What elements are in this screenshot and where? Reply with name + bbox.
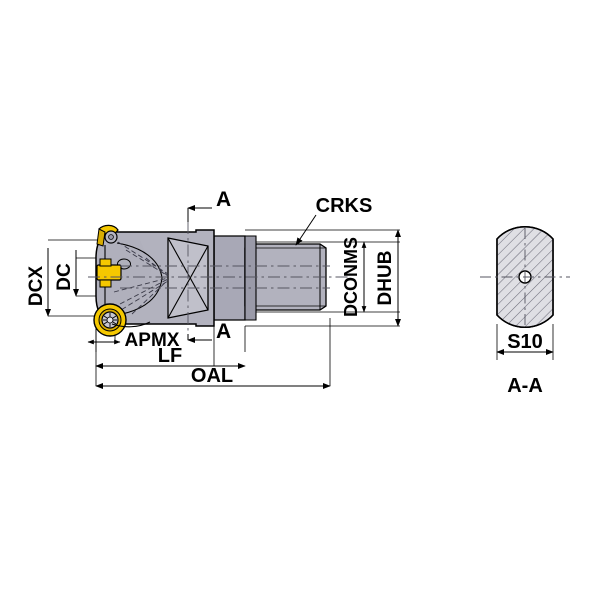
label-apmx: APMX <box>125 330 180 351</box>
section-centerlines <box>480 228 570 328</box>
shank-neck <box>244 235 257 321</box>
extension-lines <box>48 229 400 386</box>
label-s10: S10 <box>507 331 543 353</box>
label-section-a-top: A <box>216 188 231 211</box>
insert-middle-yellow <box>96 264 122 281</box>
shank-collar <box>213 235 246 321</box>
label-dconms: DCONMS <box>341 237 361 317</box>
dimension-lf: LF <box>95 345 246 370</box>
label-section-a-bottom: A <box>216 320 231 343</box>
dimension-apmx: APMX <box>87 330 180 351</box>
insert-middle-lower-tab <box>99 279 112 288</box>
dimension-dhub: DHUB <box>375 229 402 327</box>
insert-top-flank <box>96 228 106 247</box>
insert-middle-upper-tab <box>99 258 112 267</box>
label-dcx: DCX <box>26 266 47 306</box>
dimension-s10: S10 <box>496 331 554 356</box>
insert-top-screw-socket <box>108 234 114 240</box>
section-marker-bottom: A <box>187 320 231 344</box>
body-lower-fillet <box>111 321 151 328</box>
label-lf: LF <box>158 345 182 367</box>
centerlines-main <box>88 222 348 334</box>
leader-crks: CRKS <box>295 195 373 246</box>
locating-bore <box>117 258 131 270</box>
section-view-aa: S10 A-A <box>480 226 570 397</box>
label-dhub: DHUB <box>375 251 396 306</box>
label-oal: OAL <box>191 365 233 387</box>
dimension-dcx: DCX <box>26 248 52 317</box>
label-section-title: A-A <box>507 375 543 397</box>
section-marker-top: A <box>187 188 231 222</box>
dimension-dconms: DCONMS <box>341 237 367 317</box>
label-dc: DC <box>54 263 75 291</box>
dimension-dc: DC <box>54 250 80 297</box>
dimension-oal: OAL <box>95 365 331 390</box>
insert-pocket-arc <box>116 242 163 316</box>
body-flank-shade <box>102 240 152 312</box>
label-crks: CRKS <box>316 195 373 217</box>
